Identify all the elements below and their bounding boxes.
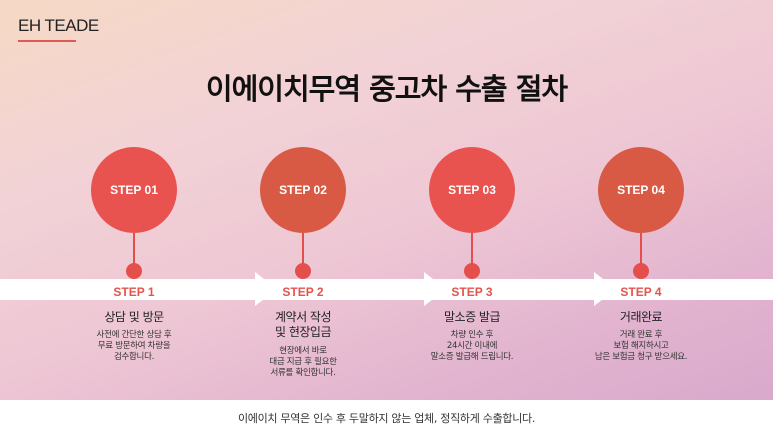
arrow-head-3 xyxy=(594,272,616,306)
step-1-desc-line-2: 무료 방문하여 차량을 xyxy=(97,341,171,351)
step-2-badge: STEP 02 xyxy=(279,183,327,197)
step-2-label: STEP 2 xyxy=(282,285,324,299)
step-2-name-line-1: 계약서 작성 xyxy=(274,310,332,324)
brand-logo: EH TEADE xyxy=(18,16,99,35)
step-1-label: STEP 1 xyxy=(113,285,155,299)
step-4-circle: STEP 04 xyxy=(598,147,684,233)
step-4-name-line-1: 거래완료 xyxy=(619,310,663,324)
step-2-desc-line-1: 현장에서 바로 xyxy=(279,346,327,356)
step-3-dot xyxy=(464,263,480,279)
step-3-badge: STEP 03 xyxy=(448,183,496,197)
step-1-badge: STEP 01 xyxy=(110,183,158,197)
page-title: 이에이치무역 중고차 수출 절차 xyxy=(205,72,568,106)
step-3-circle: STEP 03 xyxy=(429,147,515,233)
step-2-desc-line-3: 서류를 확인합니다. xyxy=(270,368,336,378)
step-3-stem xyxy=(471,233,473,265)
step-2-stem xyxy=(302,233,304,265)
footer-tagline: 이에이치 무역은 인수 후 두말하지 않는 업체, 정직하게 수출합니다. xyxy=(237,411,536,425)
step-4-label: STEP 4 xyxy=(620,285,662,299)
step-1-circle: STEP 01 xyxy=(91,147,177,233)
step-1-name: 상담 및 방문 xyxy=(48,310,220,325)
step-2-name: 계약서 작성 및 현장입금 xyxy=(217,310,389,340)
step-4-stem xyxy=(640,233,642,265)
timeline-band xyxy=(0,279,773,300)
step-1-desc: 사전에 간단한 상담 후 무료 방문하여 차량을 검수합니다. xyxy=(48,330,220,363)
step-4-dot xyxy=(633,263,649,279)
step-4-name: 거래완료 xyxy=(555,310,727,325)
step-2-name-line-2: 및 현장입금 xyxy=(274,325,332,339)
step-4-desc: 거래 완료 후 보험 해지하시고 남은 보험금 청구 받으세요. xyxy=(555,330,727,363)
brand-underline xyxy=(18,40,76,42)
arrow-head-2 xyxy=(424,272,446,306)
step-3-name: 말소증 발급 xyxy=(386,310,558,325)
step-2-circle: STEP 02 xyxy=(260,147,346,233)
step-1-desc-line-1: 사전에 간단한 상담 후 xyxy=(96,330,172,340)
step-2-desc-line-2: 대금 지급 후 필요한 xyxy=(269,357,337,367)
step-1-dot xyxy=(126,263,142,279)
step-1-name-line-1: 상담 및 방문 xyxy=(104,310,164,324)
step-3-desc-line-3: 말소증 발급해 드립니다. xyxy=(430,352,514,362)
step-4-desc-line-3: 남은 보험금 청구 받으세요. xyxy=(594,352,688,362)
step-2-dot xyxy=(295,263,311,279)
step-3-name-line-1: 말소증 발급 xyxy=(443,310,501,324)
step-3-desc-line-1: 차량 인수 후 xyxy=(450,330,494,340)
step-1-stem xyxy=(133,233,135,265)
step-1-desc-line-3: 검수합니다. xyxy=(113,352,154,362)
step-3-label: STEP 3 xyxy=(451,285,493,299)
step-3-desc-line-2: 24시간 이내에 xyxy=(446,341,498,351)
step-3-desc: 차량 인수 후 24시간 이내에 말소증 발급해 드립니다. xyxy=(386,330,558,363)
diagram-canvas: EH TEADE 이에이치무역 중고차 수출 절차 STEP 01 STEP 1… xyxy=(0,0,773,400)
step-4-desc-line-1: 거래 완료 후 xyxy=(619,330,663,340)
step-4-desc-line-2: 보험 해지하시고 xyxy=(613,341,669,351)
step-4-badge: STEP 04 xyxy=(617,183,665,197)
step-2-desc: 현장에서 바로 대금 지급 후 필요한 서류를 확인합니다. xyxy=(217,346,389,379)
arrow-head-1 xyxy=(255,272,277,306)
